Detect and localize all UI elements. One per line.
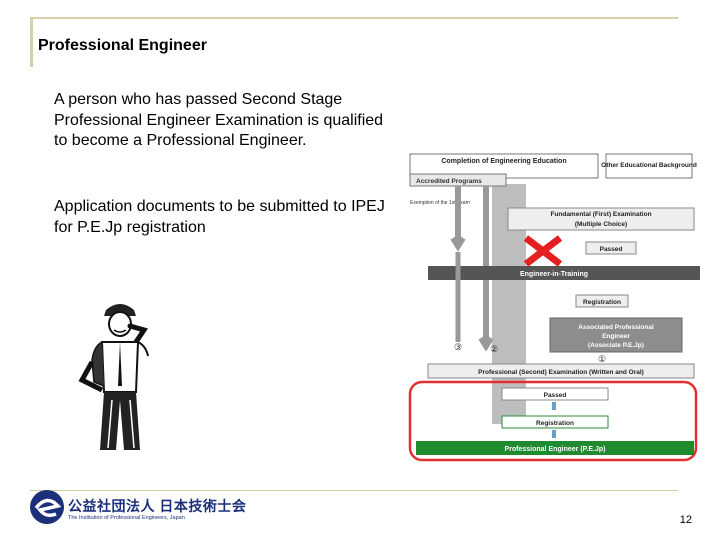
passed-bottom-label: Passed (544, 392, 567, 399)
registration-bottom-box (501, 415, 609, 429)
pe-registration-flowchart: Completion of Engineering Education Accr… (408, 153, 700, 462)
route-3-label: ③ (454, 342, 462, 352)
fundamental-exam-box (507, 207, 695, 231)
logo-name-en: The Institution of Professional Engineer… (68, 515, 185, 521)
associate-pe-box (549, 317, 683, 353)
highlight-frame (408, 380, 698, 462)
registration-bottom-label: Registration (536, 420, 574, 427)
down-arrow-icon (450, 186, 466, 252)
title-side-rule (30, 17, 33, 67)
engineer-figure-icon (72, 300, 172, 452)
registration-top-label: Registration (583, 299, 621, 306)
eit-bar (428, 266, 700, 280)
other-background-label: Other Educational Background (601, 162, 697, 169)
route-1-label: ① (598, 354, 606, 364)
bottom-rule (30, 490, 678, 491)
passed-top-label: Passed (600, 246, 623, 253)
route-2-label: ② (490, 344, 498, 354)
pe-jp-label: Professional Engineer (P.E.Jp) (504, 446, 605, 453)
associate-pe-line3: (Associate P.E.Jp) (588, 342, 644, 349)
second-exam-box (427, 363, 695, 379)
passed-bottom-box (501, 387, 609, 401)
cross-mark-icon (523, 235, 563, 267)
top-rule (30, 17, 678, 19)
body-paragraph-2: Application documents to be submitted to… (54, 198, 385, 236)
completion-box-label: Completion of Engineering Education (441, 158, 566, 165)
associate-pe-line1: Associated Professional (578, 324, 654, 331)
fundamental-exam-line2: (Multiple Choice) (575, 221, 627, 228)
registration-top-box (575, 294, 629, 308)
other-background-box (605, 153, 693, 179)
exemption-note: Exemption of the 1st Exam (410, 200, 470, 206)
down-arrow-icon (478, 186, 494, 352)
associate-pe-line2: Engineer (602, 333, 630, 340)
fundamental-exam-line1: Fundamental (First) Examination (550, 211, 651, 218)
pe-jp-bar (416, 441, 694, 455)
passed-top-box (585, 241, 637, 255)
logo-name-jp: 公益社団法人 日本技術士会 (68, 498, 247, 514)
page-number: 12 (679, 514, 692, 526)
eit-label: Engineer-in-Training (520, 271, 588, 278)
ipej-logo-mark-icon (30, 490, 64, 524)
slide-title: Professional Engineer (38, 37, 207, 54)
second-exam-label: Professional (Second) Examination (Writt… (478, 369, 644, 376)
body-paragraph-1: A person who has passed Second Stage Pro… (54, 91, 384, 149)
accredited-label: Accredited Programs (416, 178, 482, 185)
ipej-logo: 公益社団法人 日本技術士会 The Institution of Profess… (28, 488, 246, 528)
